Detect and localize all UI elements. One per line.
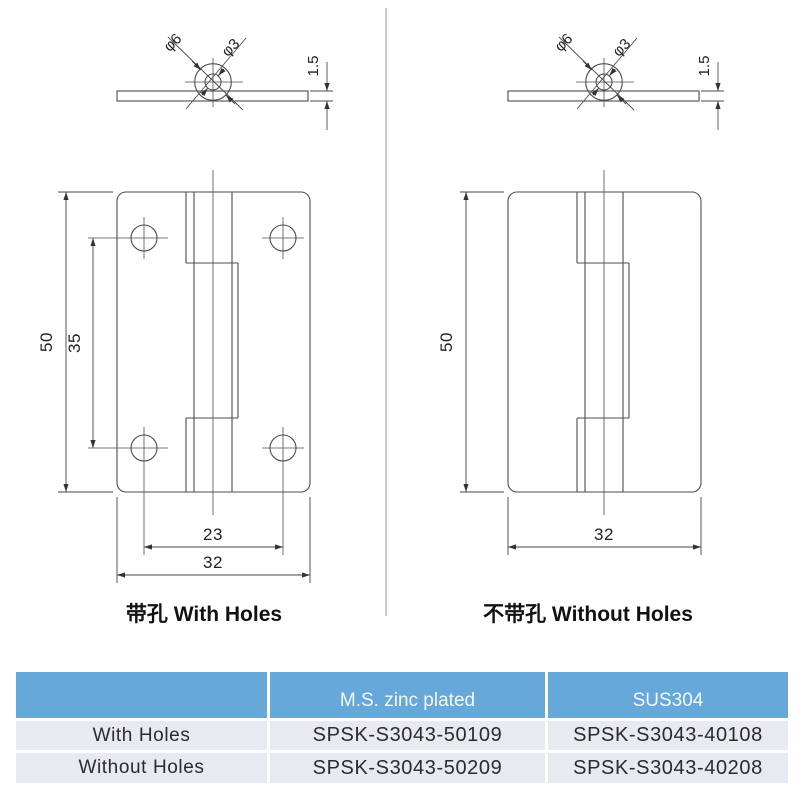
left-dim-height: 50 — [37, 332, 56, 352]
left-dim-width: 32 — [203, 553, 223, 572]
right-dim-phi6: φ6 — [551, 30, 576, 55]
right-caption: 不带孔 Without Holes — [483, 602, 693, 626]
right-dim-height: 50 — [437, 332, 456, 352]
right-dim-phi3: φ3 — [609, 35, 634, 60]
row-label-without-holes: Without Holes — [16, 753, 267, 783]
right-dim-width: 32 — [594, 525, 614, 544]
part-number-sus-with-holes: SPSK-S3043-40108 — [548, 721, 788, 750]
right-front-view — [507, 169, 702, 516]
left-dim-thickness: 1.5 — [305, 56, 322, 77]
left-caption: 带孔 With Holes — [126, 602, 282, 626]
left-front-view — [116, 169, 311, 516]
part-number-ms-with-holes: SPSK-S3043-50109 — [270, 721, 545, 750]
part-number-sus-without-holes: SPSK-S3043-40208 — [548, 753, 788, 783]
table-header-sus304: SUS304 — [548, 672, 788, 718]
part-number-ms-without-holes: SPSK-S3043-50209 — [270, 753, 545, 783]
left-dimension-lines — [58, 191, 311, 583]
hinge-drawing: φ6 φ3 1.5 50 35 23 32 带孔 W — [37, 8, 800, 626]
left-dim-phi3: φ3 — [218, 35, 243, 60]
left-dim-phi6: φ6 — [160, 30, 185, 55]
table-header-ms-zinc: M.S. zinc plated — [270, 672, 545, 718]
right-dimension-lines — [460, 191, 702, 555]
left-holes — [88, 217, 304, 555]
row-label-with-holes: With Holes — [16, 721, 267, 750]
right-dim-thickness: 1.5 — [696, 56, 713, 77]
table-header-blank — [16, 672, 267, 718]
left-dim-hole-pitch-h: 23 — [203, 525, 223, 544]
part-number-table: M.S. zinc plated SUS304 With Holes SPSK-… — [16, 672, 788, 783]
left-dim-hole-pitch-v: 35 — [65, 333, 84, 353]
